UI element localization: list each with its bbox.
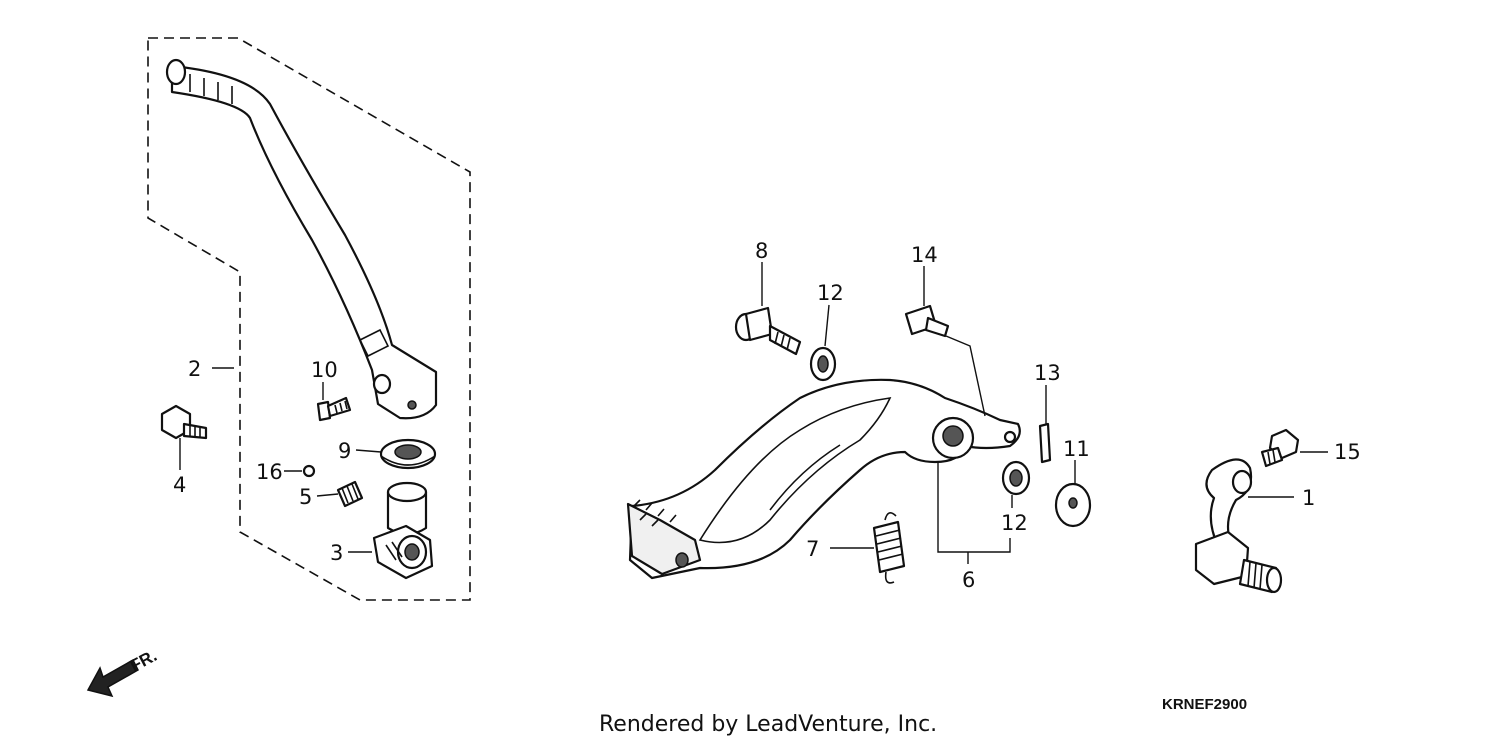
callout-12-upper: 12 [817, 281, 844, 305]
bolt-15-part[interactable] [1260, 428, 1300, 468]
callout-9: 9 [338, 439, 351, 463]
callout-11: 11 [1063, 437, 1090, 461]
bolt-10-part[interactable] [316, 396, 352, 422]
callout-8: 8 [755, 239, 768, 263]
callout-15: 15 [1334, 440, 1361, 464]
brake-pedal-part[interactable] [626, 378, 1021, 580]
kick-starter-spindle-part[interactable] [372, 481, 434, 580]
kick-starter-group [147, 37, 471, 601]
pivot-bolt-8-part[interactable] [734, 306, 802, 356]
callout-3: 3 [330, 541, 343, 565]
callout-7: 7 [806, 537, 819, 561]
render-credit: Rendered by LeadVenture, Inc. [599, 712, 937, 737]
return-spring-7-part[interactable] [872, 512, 906, 584]
callouts: 1 2 3 4 5 6 7 8 9 10 11 12 12 13 14 15 1… [173, 239, 1361, 592]
ball-16-part[interactable] [302, 464, 316, 478]
bolt-4-part[interactable] [160, 404, 208, 440]
callout-16: 16 [256, 460, 283, 484]
callout-6: 6 [962, 568, 975, 592]
seal-9-part[interactable] [379, 438, 437, 470]
seal-12-upper-part[interactable] [809, 346, 837, 382]
front-direction-indicator: FR. [86, 646, 160, 698]
diagram-code: KRNEF2900 [1162, 696, 1247, 713]
callout-1: 1 [1302, 486, 1315, 510]
front-direction-arrow-icon [86, 658, 139, 698]
bolt-14-part[interactable] [904, 304, 950, 338]
callout-4: 4 [173, 473, 186, 497]
kick-starter-group-outline [147, 37, 471, 601]
cotter-pin-13-part[interactable] [1038, 422, 1052, 464]
callout-14: 14 [911, 243, 938, 267]
callout-12-lower: 12 [1001, 511, 1028, 535]
spring-5-part[interactable] [336, 480, 364, 508]
kick-starter-arm-part[interactable] [165, 58, 438, 420]
callout-10: 10 [311, 358, 338, 382]
washer-11-part[interactable] [1054, 482, 1092, 528]
callout-13: 13 [1034, 361, 1061, 385]
callout-5: 5 [299, 485, 312, 509]
callout-2: 2 [188, 357, 201, 381]
leader-lines [179, 262, 1328, 564]
gearshift-pedal-part[interactable] [1194, 458, 1283, 594]
seal-12-lower-part[interactable] [1001, 460, 1031, 496]
